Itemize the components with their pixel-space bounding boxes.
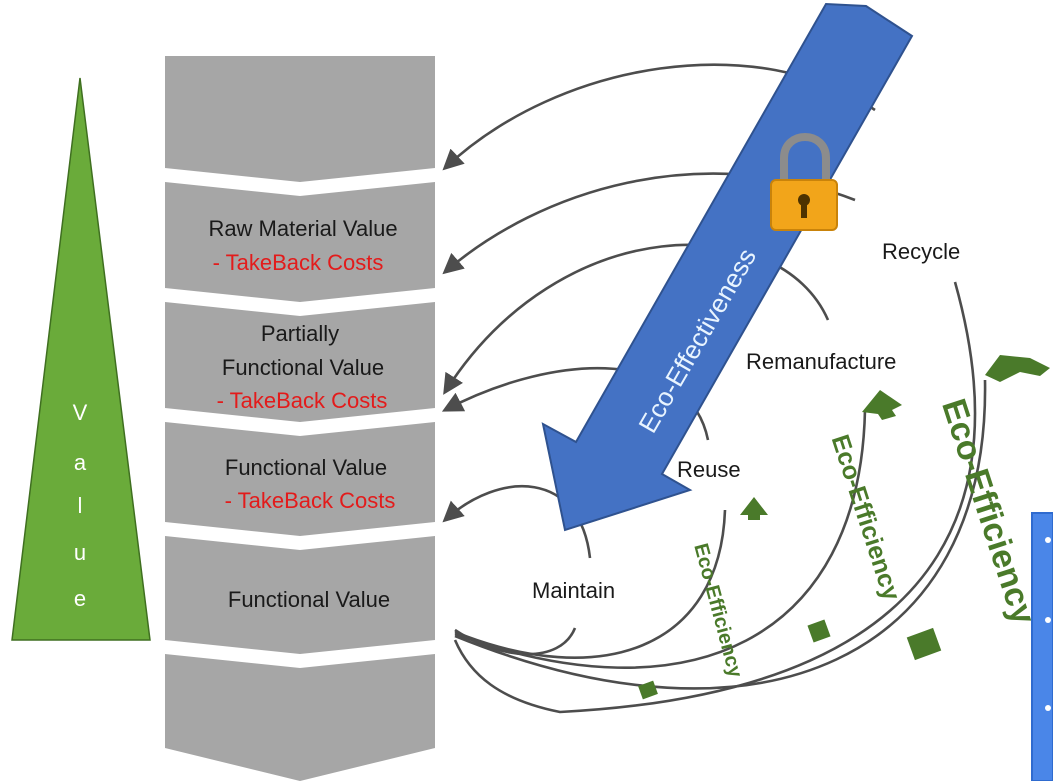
stage2-takeback-label: - TakeBack Costs (213, 250, 384, 275)
eco-efficiency-small-base (638, 680, 658, 700)
value-letter-e: e (74, 586, 86, 611)
value-letter-a: a (74, 450, 87, 475)
maintain-loop-arrow (442, 484, 592, 559)
stack-stage-6 (165, 654, 435, 781)
eco-efficiency-medium-label: Eco-Efficiency (826, 431, 906, 604)
remanufacture-label: Remanufacture (746, 349, 896, 374)
panel-bullet (1045, 705, 1051, 711)
remanufacture-return-curve (454, 409, 867, 669)
stage4-takeback-label: - TakeBack Costs (225, 488, 396, 513)
eco-efficiency-medium: Eco-Efficiency (807, 390, 906, 643)
panel-bullet (1045, 537, 1051, 543)
reuse-label: Reuse (677, 457, 741, 482)
recycle-return-curve (454, 379, 987, 690)
partial-side-panel (1031, 512, 1053, 781)
stage3-label-line2: Functional Value (222, 355, 384, 380)
value-letter-v: V (73, 400, 88, 425)
remanufacture-loop-arrow (443, 243, 830, 395)
panel-bullet (1045, 617, 1051, 623)
value-triangle: V a l u e (11, 77, 151, 641)
maintain-label: Maintain (532, 578, 615, 603)
stage5-label: Functional Value (228, 587, 390, 612)
stack-stage-4 (165, 422, 435, 536)
stage3-takeback-label: - TakeBack Costs (217, 388, 388, 413)
eco-efficiency-medium-arrowhead (862, 390, 902, 420)
eco-efficiency-large-arrowhead (985, 355, 1050, 382)
eco-efficiency-small: Eco-Efficiency (638, 497, 768, 700)
padlock-icon (770, 133, 838, 231)
value-chain-stack: Raw Material Value - TakeBack Costs Part… (165, 56, 435, 781)
stage4-label: Functional Value (225, 455, 387, 480)
stack-stage-5 (165, 536, 435, 654)
value-letter-u: u (74, 540, 86, 565)
stack-stage-1 (165, 56, 435, 182)
stack-stage-2 (165, 182, 435, 302)
stage3-label-line1: Partially (261, 321, 339, 346)
recycle-label: Recycle (882, 239, 960, 264)
stack-stage-3 (165, 302, 435, 422)
stage2-label: Raw Material Value (208, 216, 397, 241)
value-letter-l: l (78, 493, 83, 518)
eco-efficiency-medium-base (807, 619, 831, 643)
reuse-return-curve (454, 509, 727, 659)
eco-efficiency-large-base (906, 627, 942, 661)
eco-efficiency-small-arrowhead (740, 497, 768, 520)
eco-efficiency-large: Eco-Efficiency (906, 355, 1050, 661)
eco-efficiency-large-label: Eco-Efficiency (934, 394, 1043, 629)
